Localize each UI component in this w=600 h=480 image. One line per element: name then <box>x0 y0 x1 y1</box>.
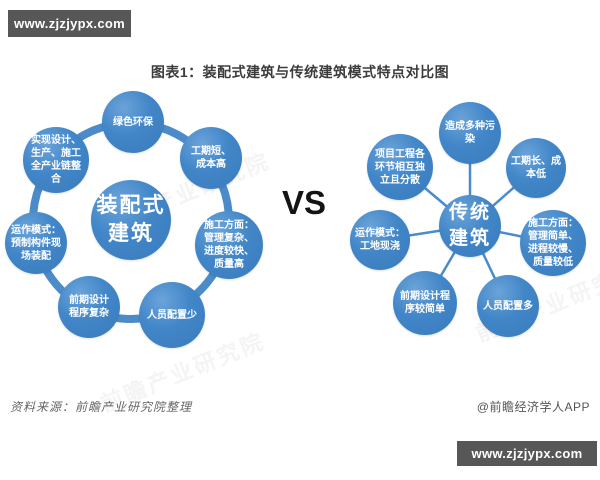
vs-label: VS <box>282 184 327 221</box>
chart-title: 图表1：装配式建筑与传统建筑模式特点对比图 <box>150 64 450 80</box>
satellite-circle-short-period: 工期短、 成本高 <box>180 127 242 189</box>
satellite-circle-few-staff: 人员配置少 <box>139 282 205 348</box>
satellite-circle-design-simple: 前期设计程 序较简单 <box>393 271 457 335</box>
satellite-circle-prefab-mode: 运作模式： 预制构件现 场装配 <box>5 212 67 274</box>
right-hub-circle: 传统 建筑 <box>439 195 501 257</box>
satellite-circle-chain-integration: 实现设计、 生产、施工 全产业链整 合 <box>23 127 89 193</box>
satellite-circle-castinsitu-mode: 运作模式： 工地现浇 <box>350 210 410 270</box>
satellite-circle-long-period: 工期长、成 本低 <box>506 138 566 198</box>
satellite-circle-construction-right: 施工方面： 管理简单、 进程较慢、 质量较低 <box>520 210 586 276</box>
app-credit: @前瞻经济学人APP <box>476 400 590 414</box>
satellite-circle-design-complex: 前期设计 程序复杂 <box>58 276 120 338</box>
satellite-circle-green-env: 绿色环保 <box>102 91 164 153</box>
site-watermark-bottom: www.zjzjypx.com <box>457 441 597 466</box>
satellite-circle-construction-left: 施工方面： 管理复杂、 进度较快、 质量高 <box>195 211 263 279</box>
satellite-circle-scattered-links: 项目工程各 环节相互独 立且分散 <box>367 134 433 200</box>
source-note: 资料来源：前瞻产业研究院整理 <box>10 400 193 414</box>
satellite-circle-pollution: 造成多种污 染 <box>439 102 501 164</box>
satellite-circle-many-staff: 人员配置多 <box>477 275 539 337</box>
left-hub-circle: 装配式 建筑 <box>91 180 171 260</box>
site-watermark-top: www.zjzjypx.com <box>8 10 131 37</box>
